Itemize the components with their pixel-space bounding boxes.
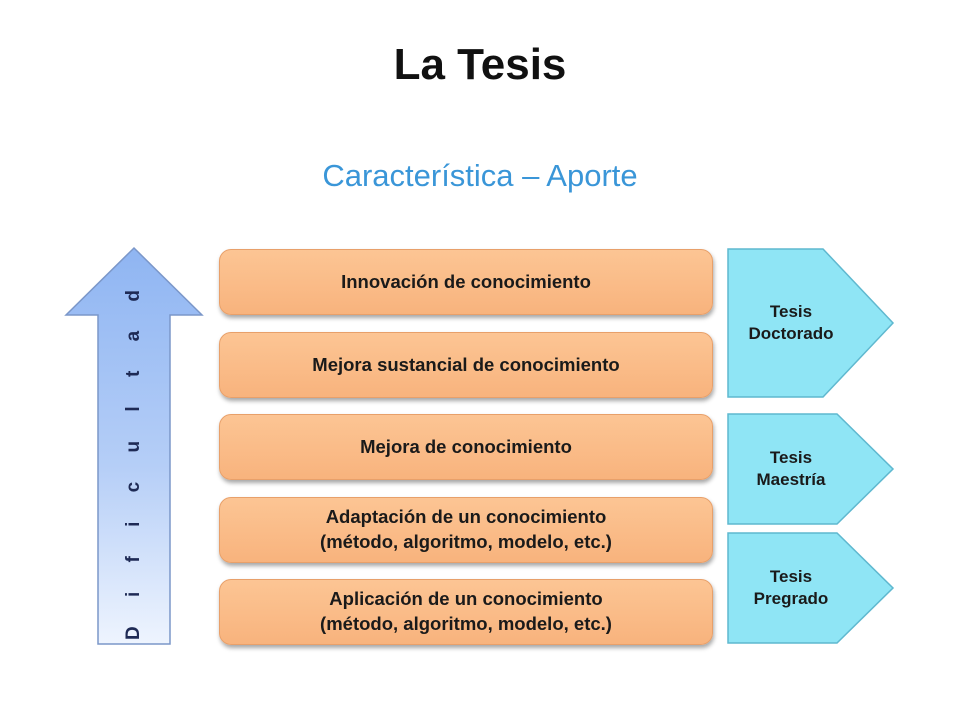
contribution-box-adaptacion: Adaptación de un conocimiento (método, a… (219, 497, 713, 563)
contribution-text: Mejora sustancial de conocimiento (312, 353, 620, 375)
thesis-level-label: Tesis Doctorado (748, 301, 834, 343)
chevron-shape-icon (727, 413, 895, 525)
thesis-level-doctorado: Tesis Doctorado (727, 248, 895, 398)
contribution-box-mejora: Mejora de conocimiento (219, 414, 713, 480)
difficulty-label: D i f i c u l t a d (123, 277, 144, 641)
contribution-text: Adaptación de un conocimiento (método, a… (320, 506, 612, 552)
difficulty-arrow: D i f i c u l t a d (64, 246, 204, 646)
thesis-level-pregrado: Tesis Pregrado (727, 532, 895, 644)
up-arrow-icon (64, 246, 204, 645)
contribution-text: Innovación de conocimiento (341, 270, 591, 292)
slide-title: La Tesis (393, 40, 567, 89)
contribution-text: Aplicación de un conocimiento (método, a… (320, 588, 612, 634)
chevron-shape-icon (727, 532, 895, 644)
thesis-level-label: Tesis Pregrado (753, 566, 829, 608)
contribution-text: Mejora de conocimiento (360, 435, 572, 457)
slide-subtitle: Característica – Aporte (322, 158, 638, 193)
contribution-box-innovacion: Innovación de conocimiento (219, 249, 713, 315)
chevron-shape-icon (727, 248, 895, 398)
thesis-level-maestria: Tesis Maestría (727, 413, 895, 525)
thesis-level-label: Tesis Maestría (756, 447, 826, 489)
contribution-box-aplicacion: Aplicación de un conocimiento (método, a… (219, 579, 713, 645)
contribution-box-mejora-sustancial: Mejora sustancial de conocimiento (219, 332, 713, 398)
